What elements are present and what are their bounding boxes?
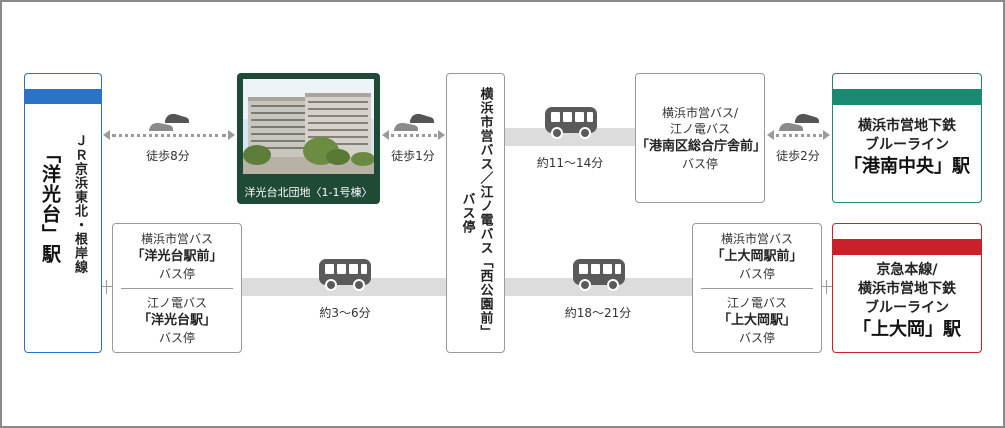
bus-stop-name: 「上大岡駅前」 — [711, 248, 803, 264]
station-line-label: 横浜市営地下鉄 — [858, 118, 956, 134]
arrow-right-icon — [438, 130, 445, 140]
bus-route-band-upper — [505, 128, 635, 146]
bus-time-label: 約11～14分 — [536, 156, 604, 170]
walk-time-label: 徒歩2分 — [776, 149, 820, 163]
walk-route-line — [776, 134, 822, 137]
station-kami-ooka: 京急本線/ 横浜市営地下鉄 ブルーライン 「上大岡」駅 — [832, 223, 982, 353]
station-konan-chuo: 横浜市営地下鉄 ブルーライン 「港南中央」駅 — [832, 73, 982, 203]
connector-line — [101, 286, 113, 287]
bus-operator-label: 横浜市営バス — [140, 231, 213, 246]
bus-operator-label: 横浜市営バス/ — [661, 105, 739, 120]
bus-stop-nishi-koen-mae: 横浜市営バス／江ノ電バス「西公園前」バス停 — [446, 73, 505, 353]
property-caption: 洋光台北団地〈1-1号棟〉 — [244, 186, 373, 199]
bus-stop-name: 「洋光台駅前」 — [131, 248, 223, 264]
station-line-label: 京急本線/ — [876, 262, 938, 278]
divider — [121, 287, 233, 289]
bus-icon — [573, 259, 625, 291]
bus-time-label: 約18～21分 — [564, 306, 632, 320]
bus-operator-label: 江ノ電バス — [726, 295, 787, 310]
station-line-label: ブルーライン — [865, 137, 949, 153]
keikyu-line-color-bar — [833, 239, 981, 255]
arrow-right-icon — [228, 130, 235, 140]
property-photo-frame: 洋光台北団地〈1-1号棟〉 — [237, 73, 380, 204]
connector-line — [818, 286, 832, 287]
station-yokodai: ＪＲ京浜東北・根岸線 「洋光台」駅 — [24, 73, 102, 353]
bus-route-band-lower-right — [505, 278, 695, 296]
bus-stop-name: 「洋光台駅」 — [137, 312, 216, 328]
arrow-left-icon — [767, 130, 774, 140]
jr-line-color-bar — [25, 89, 101, 104]
station-name: 「洋光台」駅 — [39, 144, 61, 264]
walk-time-label: 徒歩8分 — [146, 149, 190, 163]
station-line-label: ＪＲ京浜東北・根岸線 — [72, 134, 87, 274]
bus-stop-suffix: バス停 — [738, 266, 775, 281]
station-name: 「港南中央」駅 — [844, 156, 970, 177]
station-line-label: ブルーライン — [865, 300, 949, 316]
bus-time-label: 約3～6分 — [319, 306, 371, 320]
bus-stop-name: 「港南区総合庁舎前」 — [636, 138, 767, 154]
station-line-label: 横浜市営地下鉄 — [858, 281, 956, 297]
bus-stop-konan-office: 横浜市営バス/ 江ノ電バス 「港南区総合庁舎前」 バス停 — [635, 73, 767, 203]
bus-operator-label: 江ノ電バス — [146, 295, 207, 310]
walking-shoes-icon — [149, 113, 189, 131]
bus-stop-label: 横浜市営バス／江ノ電バス「西公園前」バス停 — [459, 87, 493, 339]
bus-stops-yokodai: 横浜市営バス 「洋光台駅前」 バス停 江ノ電バス 「洋光台駅」 バス停 — [112, 223, 242, 353]
bus-stop-suffix: バス停 — [158, 266, 195, 281]
connector-line — [826, 280, 827, 294]
walk-route-line — [391, 134, 437, 137]
walk-time-label: 徒歩1分 — [391, 149, 435, 163]
walking-shoes-icon — [779, 113, 819, 131]
divider — [701, 287, 813, 289]
bus-route-band-lower-left — [240, 278, 448, 296]
arrow-left-icon — [103, 130, 110, 140]
bus-stop-suffix: バス停 — [738, 330, 775, 345]
walk-route-line — [112, 134, 226, 137]
bus-stops-kami-ooka: 横浜市営バス 「上大岡駅前」 バス停 江ノ電バス 「上大岡駅」 バス停 — [692, 223, 822, 353]
station-name: 「上大岡」駅 — [853, 319, 961, 340]
bus-operator-label: 江ノ電バス — [669, 121, 730, 136]
walking-shoes-icon — [394, 113, 434, 131]
bus-icon — [545, 107, 597, 139]
bus-stop-name: 「上大岡駅」 — [717, 312, 796, 328]
arrow-left-icon — [382, 130, 389, 140]
bus-stop-suffix: バス停 — [681, 156, 718, 171]
building-photo — [243, 79, 375, 174]
bus-operator-label: 横浜市営バス — [720, 231, 793, 246]
arrow-right-icon — [823, 130, 830, 140]
subway-line-color-bar — [833, 89, 981, 105]
connector-line — [106, 280, 107, 294]
bus-stop-suffix: バス停 — [158, 330, 195, 345]
bus-icon — [319, 259, 371, 291]
